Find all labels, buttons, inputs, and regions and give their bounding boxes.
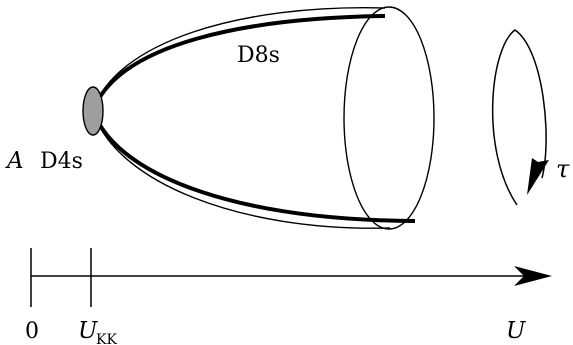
label-zero: 0 <box>25 319 39 344</box>
label-u-kk: U KK <box>78 318 117 345</box>
outer-cigar-surface <box>92 7 391 229</box>
u-axis-arrowhead-icon <box>514 266 552 286</box>
label-tau: τ <box>556 155 570 183</box>
tau-arrowhead-icon <box>527 158 549 195</box>
label-u-kk-subscript: KK <box>96 332 117 345</box>
d8-brane-upper <box>94 14 386 105</box>
cigar-opening-ellipse <box>343 6 435 230</box>
d4-brane-oval <box>82 86 104 136</box>
d8-brane-lower <box>94 117 416 223</box>
label-d4s: D4s <box>40 149 83 174</box>
label-u: U <box>506 318 527 344</box>
label-a: A <box>5 148 24 174</box>
label-u-kk-main: U <box>78 318 99 344</box>
label-d8s: D8s <box>237 43 280 68</box>
tau-circle-loop <box>491 29 547 206</box>
